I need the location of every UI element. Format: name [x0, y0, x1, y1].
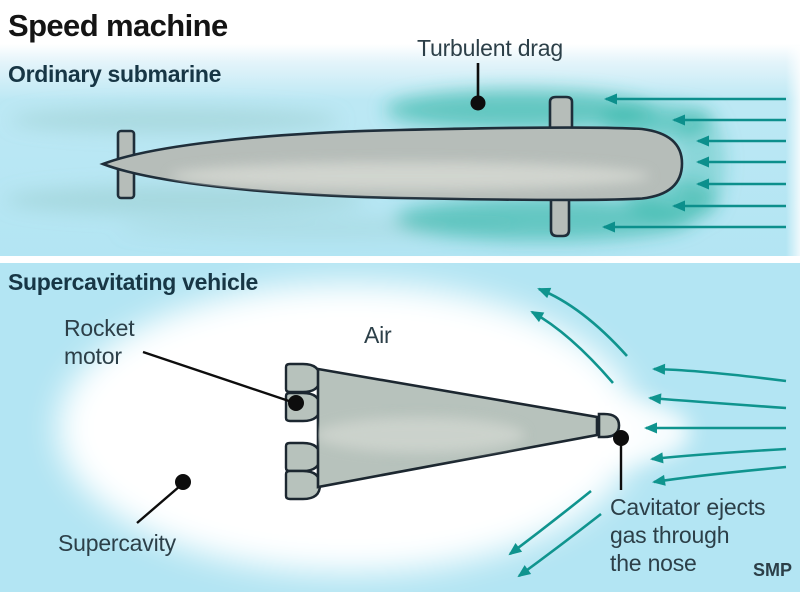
- panel2-heading: Supercavitating vehicle: [8, 269, 259, 295]
- rocket-motor-label-line1: Rocket: [64, 315, 135, 341]
- cavitator-label-line3: the nose: [610, 550, 697, 576]
- water-flow-arrows: [602, 93, 786, 233]
- supercavitating-vehicle-illustration: [136, 287, 787, 578]
- rocket-motor-callout-dot: [288, 395, 304, 411]
- supercavity-callout-line: [136, 485, 181, 524]
- rocket-motor-label: Rocket motor: [64, 314, 135, 370]
- rocket-nozzle: [284, 362, 322, 394]
- panel-divider: [0, 256, 800, 263]
- ordinary-submarine-illustration: [5, 63, 786, 241]
- rocket-motor-label-line2: motor: [64, 343, 122, 369]
- flow-arrow-down: [517, 512, 602, 578]
- flow-arrow-in: [650, 447, 787, 464]
- cavitator-label-line1: Cavitator ejects: [610, 494, 766, 520]
- rocket-nozzles: [284, 362, 322, 501]
- rocket-motor-callout-line: [142, 350, 293, 404]
- flow-arrow-in: [652, 363, 787, 383]
- rocket-nozzle: [284, 441, 322, 473]
- source-credit: SMP: [753, 560, 793, 580]
- cavitator-label: Cavitator ejects gas through the nose: [610, 493, 766, 577]
- cone-highlight: [318, 417, 525, 453]
- turbulent-drag-label: Turbulent drag: [417, 35, 563, 61]
- flow-arrow-up: [530, 310, 614, 384]
- submarine-sail: [548, 95, 574, 134]
- turbulent-drag-callout-dot: [470, 95, 486, 111]
- flow-arrow-in: [652, 465, 787, 486]
- panel1-right-edge-fade: [786, 46, 800, 256]
- cavitator-label-line2: gas through: [610, 522, 730, 548]
- cavitator-callout-dot: [613, 430, 629, 446]
- flow-arrow-up: [537, 287, 628, 357]
- deflected-flow-arrows: [508, 287, 787, 578]
- submarine-lower-fin: [549, 192, 571, 238]
- page-title: Speed machine: [8, 8, 228, 43]
- flow-arrow-down: [508, 489, 592, 556]
- hull-highlight: [170, 162, 650, 190]
- supercavity-label: Supercavity: [58, 530, 176, 556]
- air-label: Air: [364, 322, 392, 348]
- cavitator-disc: [597, 412, 621, 439]
- supercavity-callout-dot: [175, 474, 191, 490]
- rocket-nozzle: [284, 469, 322, 501]
- flow-arrow-in: [648, 393, 787, 410]
- panel1-heading: Ordinary submarine: [8, 61, 222, 87]
- turbulence-cloud: [5, 90, 725, 241]
